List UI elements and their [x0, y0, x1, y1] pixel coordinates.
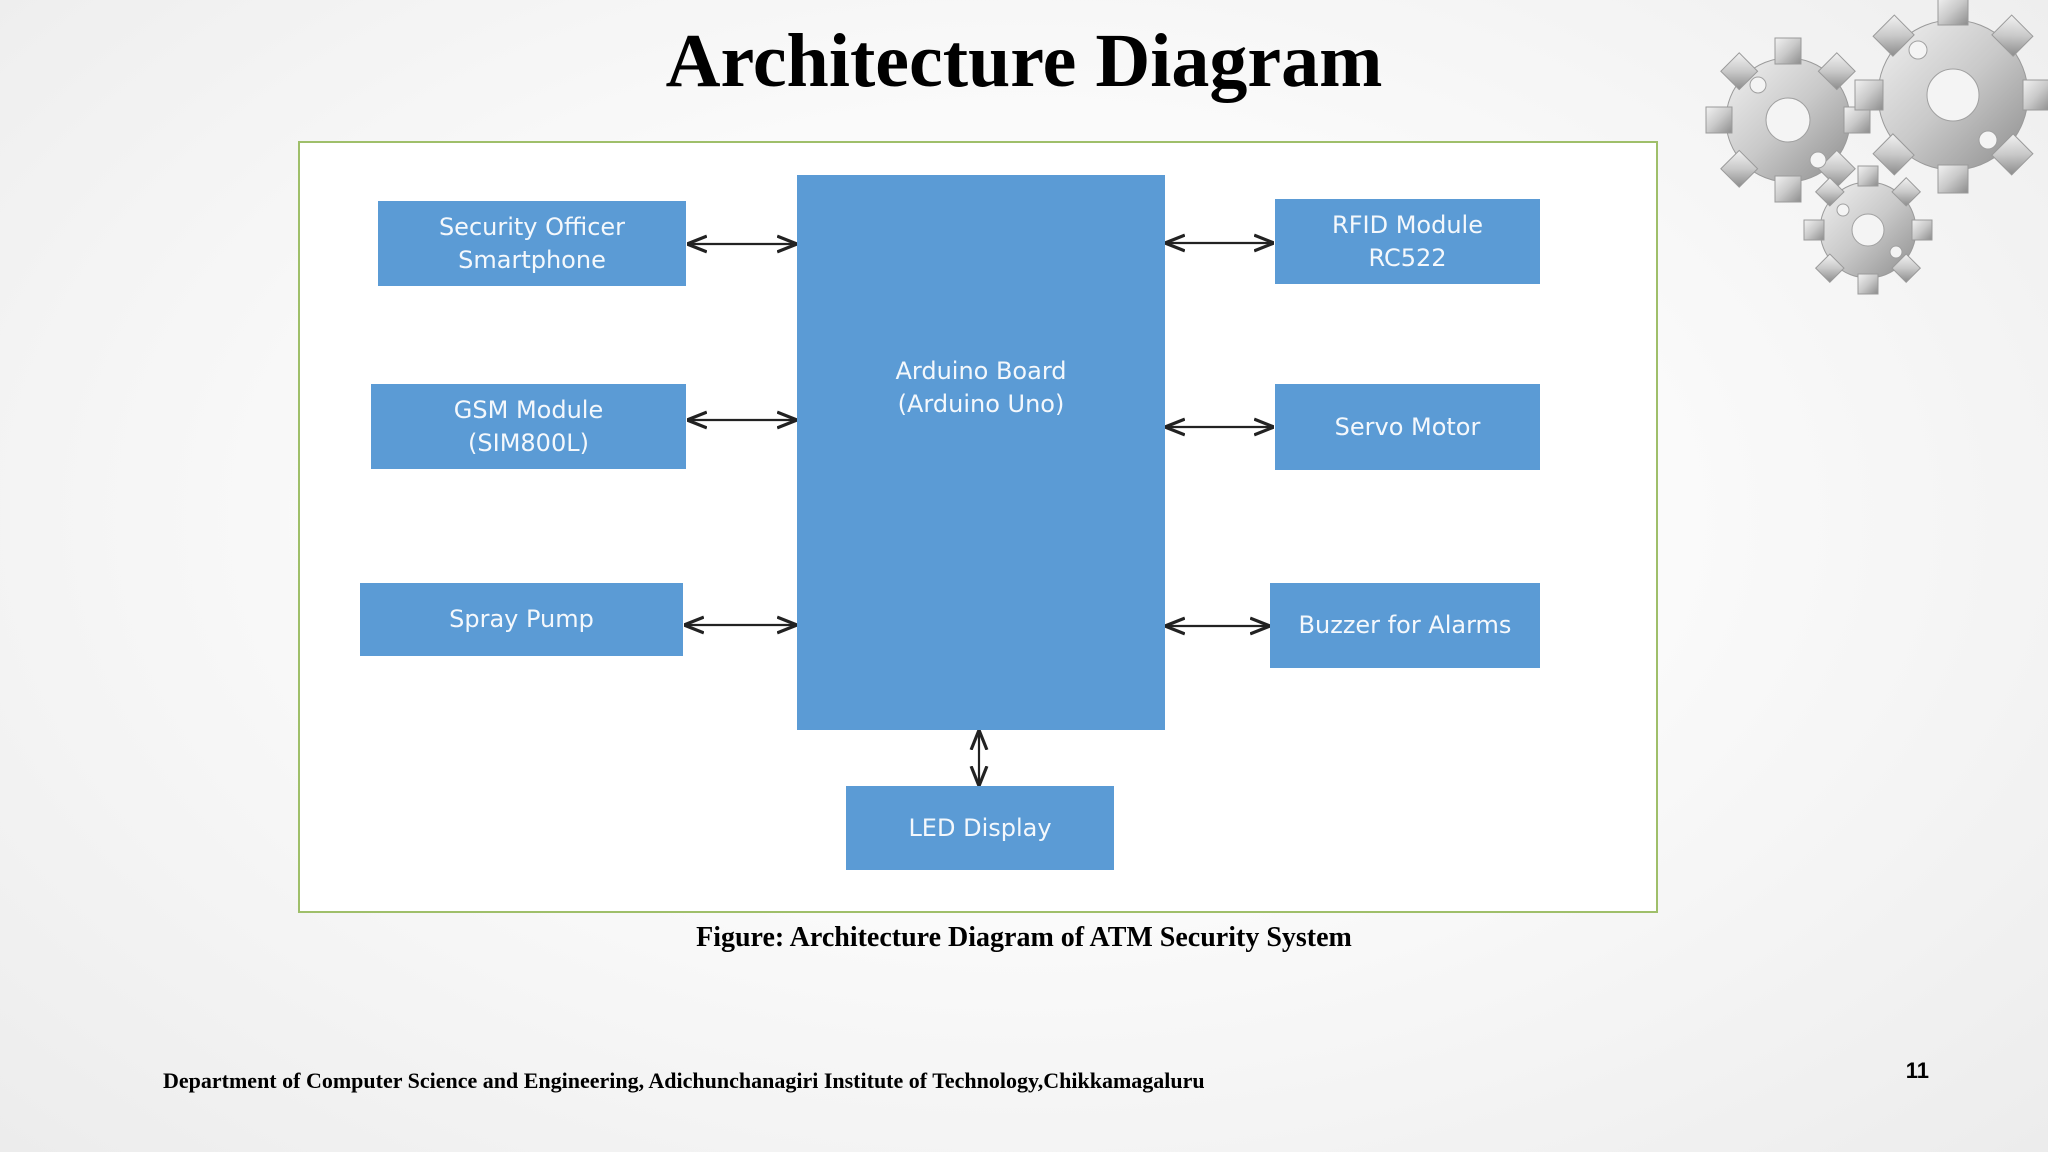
- slide-title: Architecture Diagram: [665, 19, 1383, 103]
- gsm-module-block: GSM Module (SIM800L): [371, 384, 686, 469]
- figure-caption: Figure: Architecture Diagram of ATM Secu…: [696, 922, 1352, 953]
- led-display-block: LED Display: [846, 786, 1114, 870]
- page-number: 11: [1905, 1058, 1929, 1083]
- spray-pump-block: Spray Pump: [360, 583, 683, 656]
- rfid-module-block: RFID Module RC522: [1275, 199, 1540, 284]
- servo-motor-block: Servo Motor: [1275, 384, 1540, 470]
- buzzer-block: Buzzer for Alarms: [1270, 583, 1540, 668]
- security-officer-smartphone-block: Security Officer Smartphone: [378, 201, 686, 286]
- gears-icon: [1705, 0, 2048, 295]
- diagram-connectors: [300, 143, 1660, 915]
- architecture-diagram: Security Officer Smartphone GSM Module (…: [298, 141, 1658, 913]
- footer-department: Department of Computer Science and Engin…: [163, 1068, 1205, 1093]
- arduino-board-block: Arduino Board (Arduino Uno): [797, 175, 1165, 730]
